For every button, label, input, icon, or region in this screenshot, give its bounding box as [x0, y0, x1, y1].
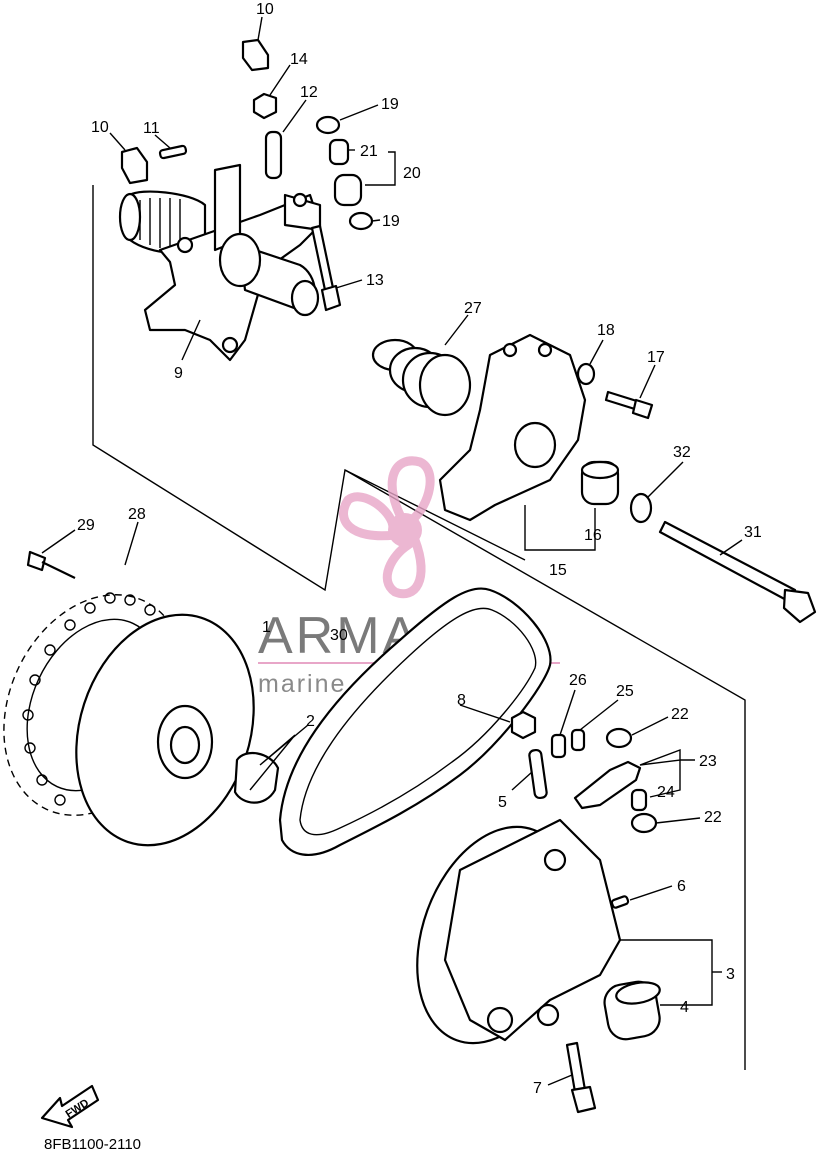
- part-21-bushing: [328, 138, 350, 166]
- part-7-bolt: [565, 1041, 597, 1114]
- part-18-washer: [576, 362, 596, 386]
- part-22-washer-top: [605, 727, 633, 749]
- part-24-pin: [630, 788, 648, 812]
- callout-6: 6: [677, 878, 686, 895]
- callout-19-bottom: 19: [382, 213, 400, 230]
- callout-27: 27: [464, 300, 482, 317]
- part-29-screw: [26, 550, 76, 579]
- callout-21: 21: [360, 143, 378, 160]
- callout-16: 16: [584, 527, 602, 544]
- callout-7: 7: [533, 1080, 542, 1097]
- callout-13: 13: [366, 272, 384, 289]
- callout-5: 5: [498, 794, 507, 811]
- callout-4: 4: [680, 999, 689, 1016]
- callout-17: 17: [647, 349, 665, 366]
- callout-12: 12: [300, 84, 318, 101]
- callout-29: 29: [77, 517, 95, 534]
- part-10-weight-top: [241, 38, 270, 72]
- part-13-bolt: [310, 224, 342, 312]
- callout-labels: 10 14 12 19 10 11 21 20 19 13 9 27 18 17…: [77, 1, 762, 1097]
- fwd-arrow: FWD: [40, 1084, 100, 1129]
- part-10-weight-left: [120, 146, 149, 185]
- callout-10-top: 10: [256, 1, 274, 18]
- part-19-washer-bottom: [348, 211, 374, 231]
- part-25-pin: [570, 728, 586, 752]
- part-22-washer-bottom: [630, 812, 658, 834]
- part-26-pin: [550, 733, 567, 759]
- part-8-nut: [510, 710, 537, 740]
- part-31-long-bolt: [658, 520, 817, 624]
- part-16-bushing: [580, 460, 620, 506]
- part-19-washer-top: [315, 115, 341, 135]
- callout-14: 14: [290, 51, 308, 68]
- part-14-nut: [252, 92, 278, 120]
- drawing-code: 8FB1100-2110: [44, 1136, 141, 1153]
- callout-30: 30: [330, 627, 348, 644]
- callout-26: 26: [569, 672, 587, 689]
- callout-31: 31: [744, 524, 762, 541]
- part-6-screw: [610, 895, 630, 909]
- callout-1: 1: [262, 619, 271, 636]
- watermark-propeller-logo: [339, 456, 435, 599]
- part-23-cam-arm: [573, 760, 642, 810]
- callout-22-top: 22: [671, 706, 689, 723]
- leader-lines: [41, 16, 743, 1086]
- callout-19-top: 19: [381, 96, 399, 113]
- callout-8: 8: [457, 692, 466, 709]
- part-27-spring: [371, 338, 472, 417]
- callout-28: 28: [128, 506, 146, 523]
- part-2-spacer: [233, 751, 280, 804]
- part-5-pin: [528, 748, 548, 800]
- assembly-outline: [92, 185, 746, 1070]
- callout-9: 9: [174, 365, 183, 382]
- part-11-pin: [158, 144, 188, 160]
- part-12-rod: [264, 130, 283, 180]
- callout-10-left: 10: [91, 119, 109, 136]
- part-15-cover: [438, 333, 587, 522]
- callout-22-bottom: 22: [704, 809, 722, 826]
- part-20-roller: [333, 173, 363, 207]
- part-9-primary-sheave-body: [118, 163, 322, 362]
- part-3-secondary-sheave: [416, 818, 622, 1045]
- callout-3: 3: [726, 966, 735, 983]
- part-32-washer: [629, 492, 653, 524]
- callout-2: 2: [306, 713, 315, 730]
- callout-11: 11: [143, 120, 160, 137]
- callout-18: 18: [597, 322, 615, 339]
- part-17-bolt: [604, 390, 654, 420]
- callout-15: 15: [549, 562, 567, 579]
- part-30-drive-belt: [278, 587, 552, 856]
- callout-20: 20: [403, 165, 421, 182]
- callout-23: 23: [699, 753, 717, 770]
- callout-24: 24: [657, 784, 675, 801]
- part-4-bushing: [603, 980, 661, 1041]
- callout-25: 25: [616, 683, 634, 700]
- callout-32: 32: [673, 444, 691, 461]
- part-1-sliding-sheave: [75, 613, 255, 847]
